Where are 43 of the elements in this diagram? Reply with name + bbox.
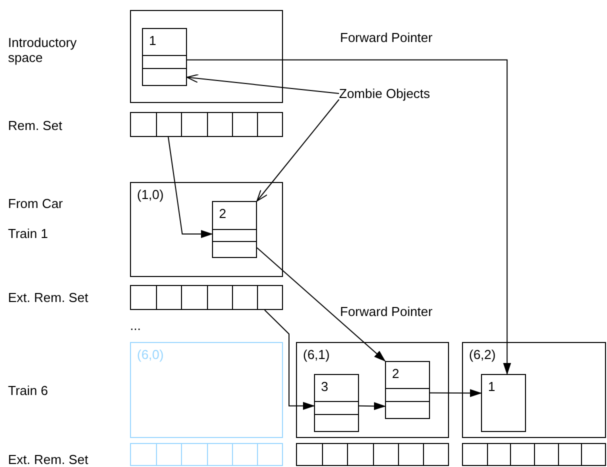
car-label: (6,1) bbox=[303, 347, 330, 362]
car-box bbox=[462, 342, 606, 438]
object-number: 3 bbox=[321, 379, 328, 394]
object-box bbox=[314, 374, 359, 432]
object-box bbox=[142, 28, 187, 86]
edge-label: Forward Pointer bbox=[340, 304, 432, 319]
remembered-set-bar bbox=[296, 443, 449, 466]
edge-label: Forward Pointer bbox=[340, 30, 432, 45]
row-label: From Car bbox=[8, 196, 63, 211]
remembered-set-bar bbox=[130, 112, 283, 137]
object-box bbox=[385, 361, 430, 419]
pointer-arrow bbox=[168, 136, 213, 238]
car-box bbox=[296, 342, 449, 438]
leader-line bbox=[186, 74, 340, 94]
object-number: 2 bbox=[219, 206, 226, 221]
object-box bbox=[481, 374, 526, 432]
row-label: Train 6 bbox=[8, 383, 48, 398]
remembered-set-bar bbox=[130, 285, 283, 310]
row-label: Ext. Rem. Set bbox=[8, 452, 88, 467]
object-number: 2 bbox=[392, 366, 400, 381]
space-box bbox=[130, 10, 283, 103]
car-label: (1,0) bbox=[137, 187, 164, 202]
row-label: Introductory space bbox=[8, 35, 78, 65]
leader-line bbox=[256, 99, 340, 202]
row-label: Ext. Rem. Set bbox=[8, 290, 88, 305]
object-number: 1 bbox=[488, 379, 496, 394]
pointer-arrow bbox=[358, 402, 386, 410]
car-box bbox=[130, 342, 283, 438]
remembered-set-bar bbox=[130, 443, 283, 466]
pointer-arrow bbox=[186, 59, 512, 375]
car-label: (6,0) bbox=[137, 347, 164, 362]
pointer-arrow bbox=[264, 310, 315, 410]
callout-text: Zombie Objects bbox=[339, 86, 430, 101]
ellipsis: ... bbox=[130, 318, 141, 333]
car-box bbox=[130, 182, 283, 277]
object-number: 1 bbox=[149, 33, 156, 48]
remembered-set-bar bbox=[462, 443, 606, 466]
pointer-arrow bbox=[256, 247, 386, 362]
car-label: (6,2) bbox=[469, 347, 496, 362]
pointer-arrow bbox=[430, 389, 482, 398]
object-box bbox=[212, 201, 257, 258]
row-label: Train 1 bbox=[8, 226, 48, 241]
row-label: Rem. Set bbox=[8, 118, 62, 133]
